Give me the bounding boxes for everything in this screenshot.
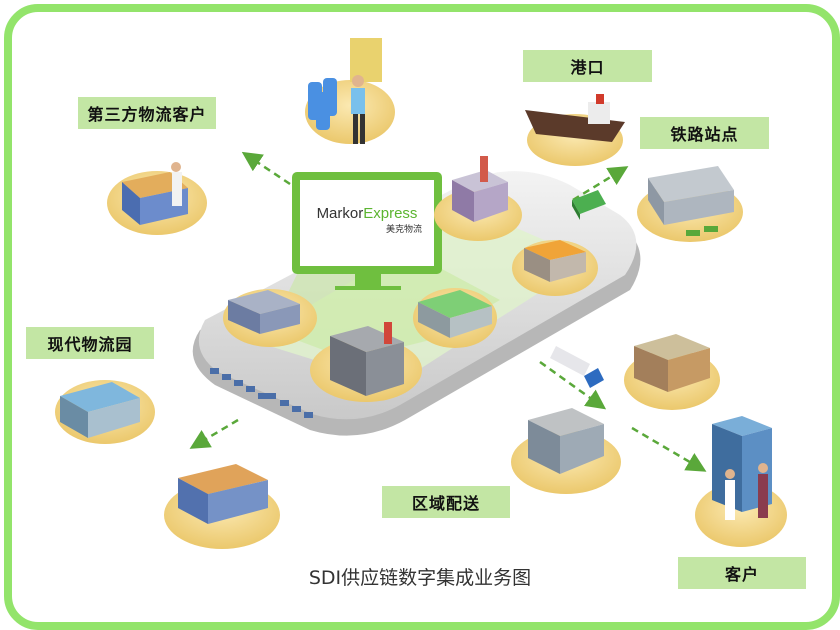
platform-disc-factory-mid bbox=[413, 288, 497, 348]
brand-sub: 美克物流 bbox=[385, 224, 422, 234]
platform-disc-warehouse-orange bbox=[512, 240, 598, 296]
arrow-to-logistics bbox=[189, 418, 239, 449]
flow-arrows bbox=[189, 151, 707, 472]
brand-logo: MarkorExpress 美克物流 bbox=[300, 205, 434, 235]
disc-port bbox=[525, 94, 625, 166]
label-railway: 铁路站点 bbox=[640, 117, 769, 149]
arrow-to-railway bbox=[572, 166, 629, 202]
disc-logistics-park bbox=[55, 380, 155, 444]
monitor bbox=[292, 172, 442, 290]
label-regional: 区域配送 bbox=[382, 486, 510, 518]
diagram-caption: SDI供应链数字集成业务图 bbox=[308, 567, 532, 589]
arrow-to-customer bbox=[631, 426, 707, 472]
disc-customer bbox=[695, 416, 787, 547]
disc-bottom-left bbox=[164, 464, 280, 549]
arrow-to-regional bbox=[539, 360, 607, 410]
disc-right-factory bbox=[624, 334, 720, 410]
platform-disc-factory-top bbox=[434, 156, 522, 241]
disc-stack-worker bbox=[305, 38, 395, 144]
truck-green bbox=[572, 190, 606, 220]
brand-name-part2: Express bbox=[363, 205, 418, 222]
platform-disc-factory-bottom bbox=[310, 322, 422, 402]
brand-name-part1: Markor bbox=[316, 205, 364, 222]
disc-third-party bbox=[107, 162, 207, 235]
label-port: 港口 bbox=[523, 50, 652, 82]
disc-regional bbox=[511, 408, 621, 494]
platform-keys bbox=[210, 368, 313, 418]
label-logistics-park: 现代物流园 bbox=[26, 327, 154, 359]
platform-disc-factory-left bbox=[223, 289, 317, 347]
disc-railway bbox=[637, 166, 743, 242]
arrow-to-third-party bbox=[241, 151, 291, 186]
truck-blue bbox=[550, 346, 604, 388]
label-customer: 客户 bbox=[678, 557, 806, 589]
label-third-party: 第三方物流客户 bbox=[78, 97, 216, 129]
